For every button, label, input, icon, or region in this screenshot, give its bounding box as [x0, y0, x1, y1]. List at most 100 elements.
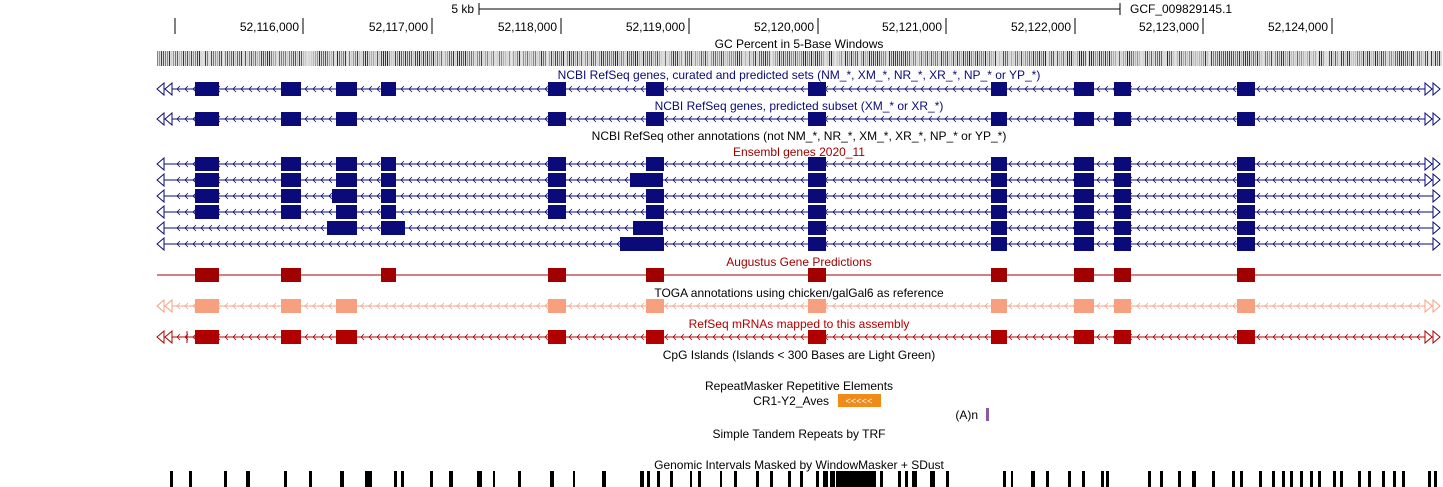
toga-track[interactable]: [156, 298, 1441, 314]
strand-arrow: [616, 176, 621, 184]
refseq-other-track-label[interactable]: NCBI RefSeq other annotations (not NM_*,…: [592, 129, 1007, 143]
strand-arrow: [1296, 85, 1301, 93]
strand-arrow: [1232, 192, 1237, 200]
strand-arrow: [664, 176, 669, 184]
strand-arrow: [472, 176, 477, 184]
exon: [991, 173, 1007, 187]
toga-track-label[interactable]: TOGA annotations using chicken/galGal6 a…: [654, 286, 944, 300]
gc-stripe: [687, 51, 688, 66]
strand-arrow: [744, 224, 749, 232]
exon: [646, 268, 664, 282]
strand-arrow: [784, 302, 789, 310]
strand-arrow: [840, 333, 845, 341]
gc-stripe: [199, 51, 200, 66]
exon: [991, 221, 1007, 235]
strand-arrow: [344, 240, 349, 248]
windowmasker-track-label[interactable]: Genomic Intervals Masked by WindowMasker…: [654, 458, 944, 472]
strand-arrow: [1056, 192, 1061, 200]
exon: [1074, 112, 1094, 126]
gc-stripe: [1271, 51, 1272, 66]
refseq-curated-track-label[interactable]: NCBI RefSeq genes, curated and predicted…: [558, 68, 1041, 82]
strand-arrow: [368, 160, 373, 168]
exon: [808, 268, 826, 282]
gc-stripe: [1349, 51, 1350, 66]
strand-arrow: [1096, 333, 1101, 341]
gc-stripe: [763, 51, 764, 66]
strand-arrow: [520, 302, 525, 310]
strand-arrow: [1176, 333, 1181, 341]
masked-interval: [170, 471, 173, 487]
gc-stripe: [1389, 51, 1390, 66]
strand-arrow: [680, 160, 685, 168]
gc-stripe: [477, 51, 478, 66]
strand-arrow: [1016, 208, 1021, 216]
strand-arrow: [304, 208, 309, 216]
ensembl-track[interactable]: [156, 156, 1441, 252]
refseq-predicted-track-label[interactable]: NCBI RefSeq genes, predicted subset (XM_…: [655, 99, 944, 113]
repeatmasker-track-label[interactable]: RepeatMasker Repetitive Elements: [705, 379, 893, 393]
gc-stripe: [467, 51, 468, 66]
exon: [381, 82, 396, 96]
refseq-mrna-track[interactable]: [156, 329, 1441, 345]
gc-stripe: [755, 51, 756, 66]
refseq-predicted-track[interactable]: [156, 111, 1441, 127]
ensembl-track-label[interactable]: Ensembl genes 2020_11: [733, 145, 865, 159]
gc-stripe: [177, 51, 178, 66]
gc-stripe: [1145, 51, 1146, 66]
strand-arrow: [752, 160, 757, 168]
strand-arrow: [520, 240, 525, 248]
gc-stripe: [567, 51, 568, 66]
strand-arrow: [536, 333, 541, 341]
strand-arrow: [1304, 160, 1309, 168]
strand-arrow: [1408, 192, 1413, 200]
gc-stripe: [1425, 51, 1426, 66]
strand-arrow: [896, 85, 901, 93]
gc-stripe: [295, 51, 296, 66]
gc-stripe: [671, 51, 672, 66]
strand-arrow: [1344, 160, 1349, 168]
strand-arrow: [320, 160, 325, 168]
trf-track-label[interactable]: Simple Tandem Repeats by TRF: [713, 427, 886, 441]
augustus-track[interactable]: [157, 268, 1441, 282]
strand-arrow: [544, 85, 549, 93]
strand-arrow: [880, 192, 885, 200]
strand-arrow: [680, 115, 685, 123]
strand-arrow: [664, 115, 669, 123]
gc-stripe: [327, 51, 328, 66]
gc-stripe: [923, 51, 924, 66]
strand-arrow: [1416, 176, 1421, 184]
strand-arrow: [984, 176, 989, 184]
gc-percent-track[interactable]: [157, 51, 1442, 66]
gc-stripe: [251, 51, 252, 66]
gc-stripe: [1197, 51, 1198, 66]
gc-percent-track-label[interactable]: GC Percent in 5-Base Windows: [715, 37, 884, 51]
gc-stripe: [581, 51, 582, 66]
refseq-mrna-track-label[interactable]: RefSeq mRNAs mapped to this assembly: [689, 317, 910, 331]
gc-stripe: [655, 51, 656, 66]
strand-arrow: [608, 115, 613, 123]
strand-arrow: [864, 240, 869, 248]
cpg-islands-track-label[interactable]: CpG Islands (Islands < 300 Bases are Lig…: [663, 348, 935, 362]
strand-arrow: [792, 208, 797, 216]
strand-arrow: [1392, 302, 1397, 310]
refseq-curated-track[interactable]: [156, 81, 1441, 97]
strand-arrow: [1136, 192, 1141, 200]
gc-stripe: [673, 51, 674, 66]
strand-arrow: [712, 192, 717, 200]
strand-arrow: [312, 302, 317, 310]
augustus-track-label[interactable]: Augustus Gene Predictions: [726, 255, 871, 269]
polya-repeat-element[interactable]: [986, 408, 989, 421]
strand-arrow: [424, 192, 429, 200]
strand-arrow: [200, 240, 205, 248]
strand-arrow: [1016, 160, 1021, 168]
strand-arrow: [456, 224, 461, 232]
gc-stripe: [685, 51, 686, 66]
strand-arrow: [1400, 192, 1405, 200]
strand-arrow: [720, 224, 725, 232]
windowmasker-track[interactable]: [170, 471, 1437, 487]
cr1-repeat-element[interactable]: [838, 394, 881, 407]
gc-stripe: [1107, 51, 1108, 66]
strand-arrow: [472, 240, 477, 248]
